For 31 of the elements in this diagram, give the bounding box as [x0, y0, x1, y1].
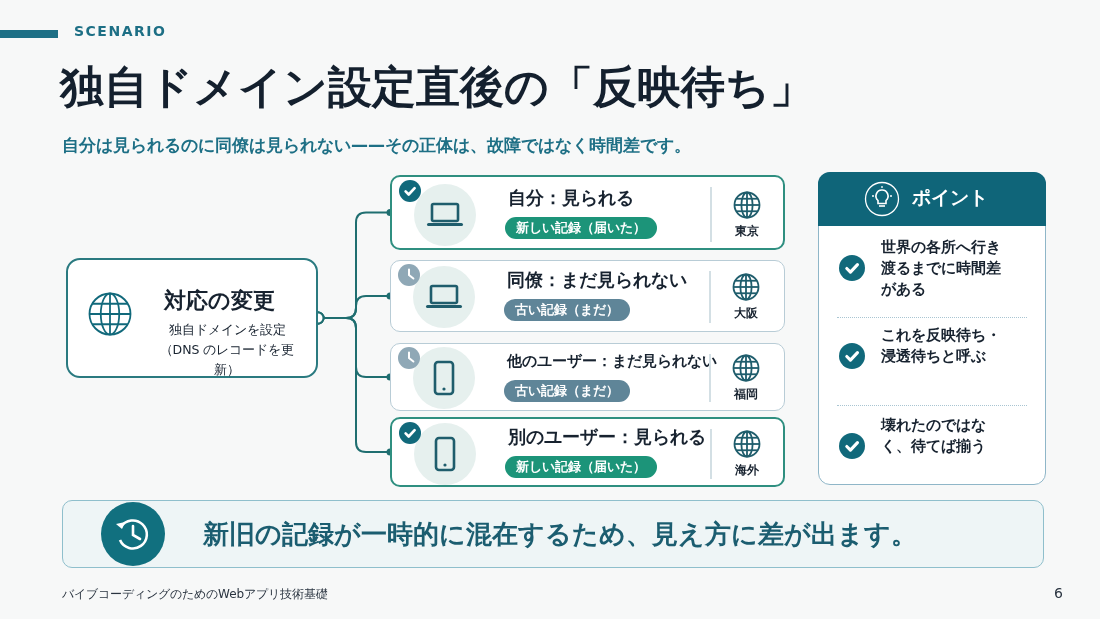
point-text: 世界の各所へ行き渡るまでに時間差がある: [881, 238, 1002, 299]
status-title: 他のユーザー：まだ見られない: [507, 352, 717, 371]
point-panel: [818, 172, 1046, 485]
record-pill: 新しい記録（届いた）: [505, 456, 657, 478]
box-text: 独自ドメインを設定（DNS のレコードを更新）: [158, 321, 296, 379]
record-pill: 古い記録（まだ）: [504, 299, 630, 321]
page-number: 6: [1054, 585, 1063, 601]
section-label: SCENARIO: [74, 23, 167, 39]
city-label: 大阪: [733, 305, 759, 322]
city-label: 福岡: [733, 386, 759, 403]
footer-text: バイブコーディングのためのWebアプリ技術基礎: [62, 586, 329, 603]
record-pill: 新しい記録（届いた）: [505, 216, 657, 239]
point-text: 壊れたのではなく、待てば揃う: [881, 416, 987, 456]
status-card: [390, 260, 785, 332]
box-heading: 対応の変更: [164, 287, 275, 315]
record-pill: 古い記録（まだ）: [504, 380, 630, 402]
subtitle: 自分は見られるのに同僚は見られない——その正体は、故障ではなく時間差です。: [62, 134, 691, 157]
summary-banner: [62, 500, 1044, 568]
city-label: 東京: [734, 222, 760, 240]
status-title: 別のユーザー：見られる: [508, 425, 706, 449]
status-card: [390, 417, 785, 487]
source-box: [66, 258, 318, 378]
status-title: 自分：見られる: [508, 185, 634, 210]
city-label: 海外: [734, 462, 760, 479]
summary-text: 新旧の記録が一時的に混在するため、見え方に差が出ます。: [203, 518, 917, 551]
status-title: 同僚：まだ見られない: [507, 268, 687, 292]
slide-title: 独自ドメイン設定直後の「反映待ち」: [60, 60, 814, 114]
status-card: [390, 175, 785, 250]
status-card: [390, 343, 785, 411]
panel-heading: ポイント: [912, 185, 988, 210]
point-text: これを反映待ち・浸透待ちと呼ぶ: [881, 326, 1002, 366]
